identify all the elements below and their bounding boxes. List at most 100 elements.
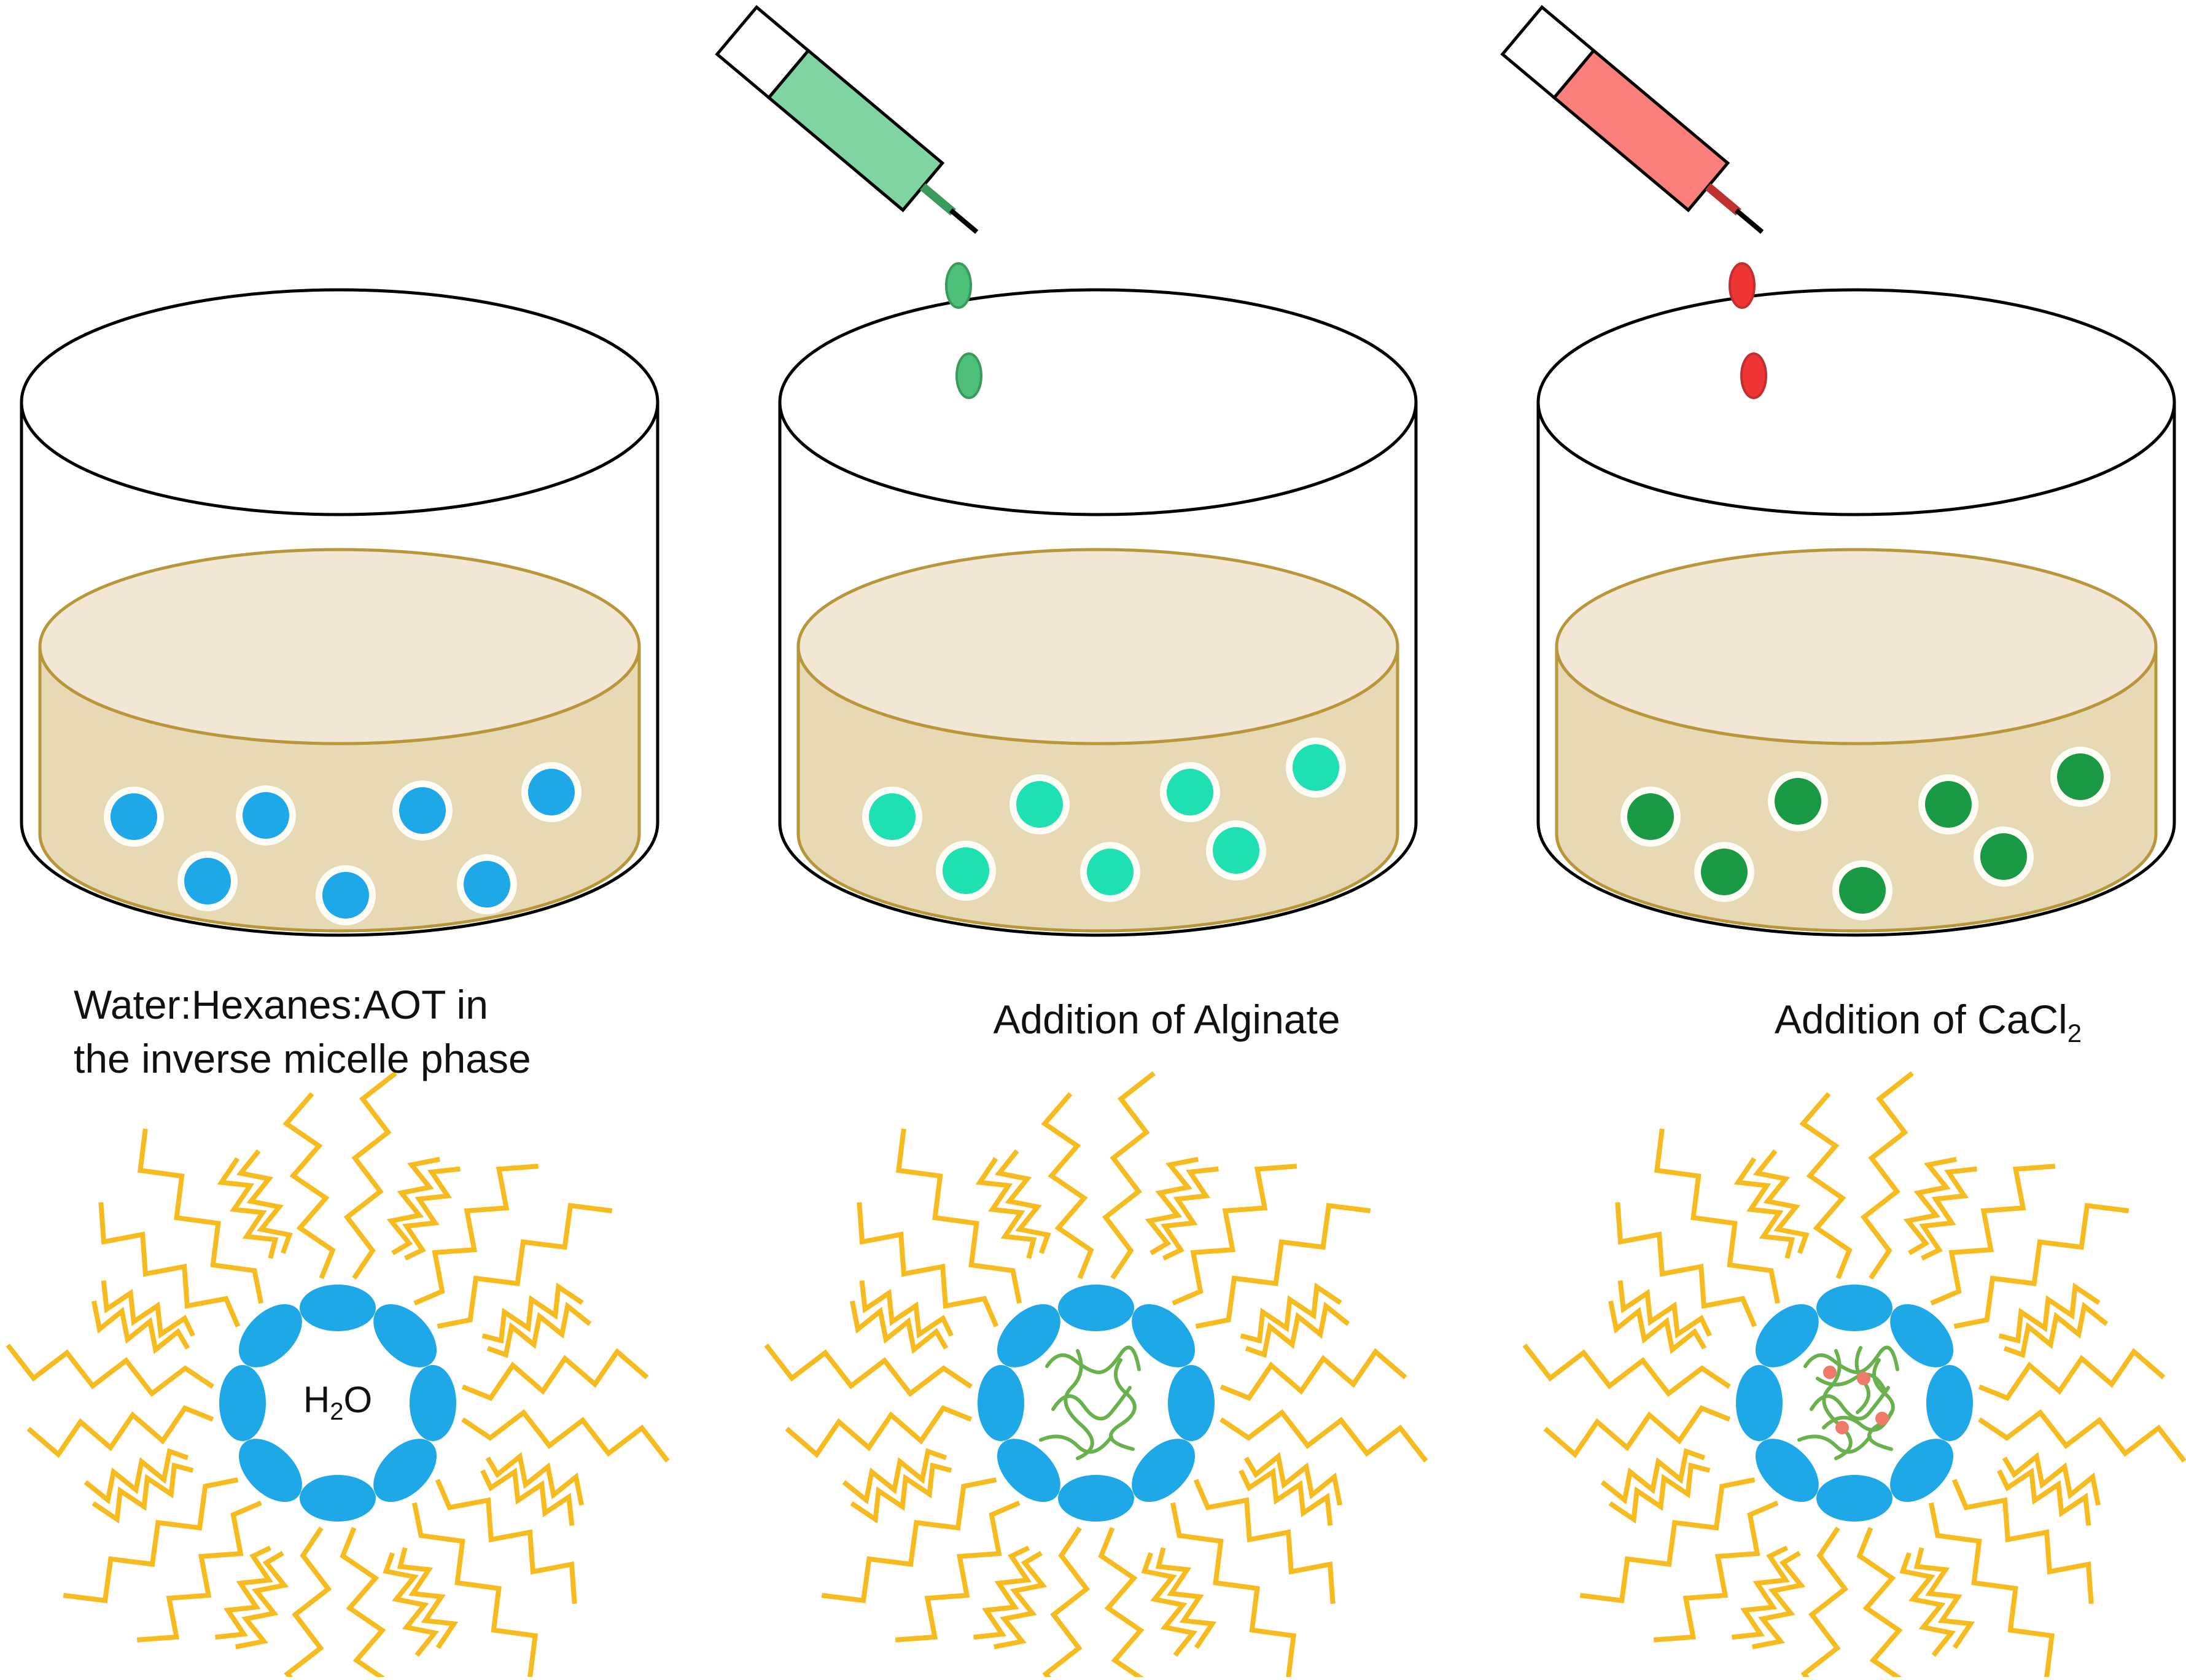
micelle-droplet <box>1213 827 1259 874</box>
surfactant-tail <box>1903 1156 1957 1256</box>
micelle-droplet <box>1980 833 2027 880</box>
caption-addition-of-alginate: Addition of Alginate <box>814 992 1520 1046</box>
cacl2-drop <box>1729 262 1756 309</box>
surfactant-tail <box>1239 1468 1333 1526</box>
surfactant-tail <box>215 1546 273 1640</box>
surfactant-tail <box>895 1500 1021 1643</box>
surfactant-tail <box>1653 1500 1779 1643</box>
micelle-droplet <box>1701 849 1748 895</box>
surfactant-head <box>238 1304 302 1367</box>
syringe-needle <box>1734 208 1764 234</box>
surfactant-tail <box>1654 1128 1781 1304</box>
surfactant-tail <box>411 1502 539 1678</box>
inverse-micelle-icon <box>6 1071 670 1680</box>
surfactant-tail <box>1951 1479 2094 1604</box>
surfactant-head <box>978 1365 1024 1441</box>
surfactant-tail <box>282 1092 336 1280</box>
surfactant-tail <box>1543 1405 1731 1458</box>
beaker-icon <box>778 288 1418 937</box>
surfactant-tail <box>84 1448 189 1505</box>
syringe-tip <box>1705 183 1741 216</box>
surfactant-head <box>1890 1304 1954 1367</box>
surfactant-tail <box>1141 1552 1198 1657</box>
alginate-chain <box>1816 1372 1887 1393</box>
surfactant-tail <box>1522 1344 1731 1398</box>
surfactant-tail <box>1240 1282 1342 1344</box>
syringe-icon <box>1500 5 1764 234</box>
inverse-micelle-icon <box>1522 1071 2186 1680</box>
surfactant-tail <box>1860 1071 1914 1280</box>
micelle-droplet <box>322 872 369 919</box>
micelle-core <box>1762 1311 1947 1495</box>
micelle-droplet <box>464 861 510 908</box>
surfactant-tail <box>895 1128 1022 1304</box>
calcium-ion <box>1875 1412 1889 1425</box>
micelle-droplet <box>1627 793 1674 840</box>
micelle-core <box>1004 1311 1188 1495</box>
surfactant-tail <box>1615 1202 1757 1328</box>
micelle-droplet <box>1293 744 1339 791</box>
surfactant-tail <box>461 1348 649 1401</box>
surfactant-tail <box>1219 1348 1407 1401</box>
surfactant-tail <box>461 1409 670 1463</box>
caption-line-1: Water:Hexanes:AOT in <box>74 982 488 1027</box>
alginate-chain <box>1822 1349 1853 1460</box>
surfactant-tail <box>485 1452 585 1506</box>
beaker-rim <box>778 288 1418 516</box>
surfactant-tail <box>1752 1550 1806 1650</box>
core-label-o: O <box>343 1379 373 1420</box>
surfactant-head <box>300 1285 376 1331</box>
surfactant-tail <box>402 1166 461 1261</box>
surfactant-tail <box>1098 1526 1148 1680</box>
micelle-droplet <box>1016 781 1063 828</box>
surfactant-tail <box>1042 1526 1091 1680</box>
calcium-ion <box>1835 1421 1849 1434</box>
surfactant-tail <box>1799 1092 1853 1280</box>
caption-inverse-micelle-phase: Water:Hexanes:AOT in the inverse micelle… <box>74 978 531 1086</box>
surfactant-tail <box>480 1468 575 1526</box>
surfactant-tail <box>343 1071 397 1280</box>
liquid-surface <box>796 548 1399 745</box>
surfactant-tail <box>842 1448 947 1505</box>
surfactant-tail <box>1161 1166 1219 1261</box>
surfactant-tail <box>6 1344 214 1398</box>
surfactant-tail <box>850 1462 952 1524</box>
surfactant-tail <box>1978 1348 2166 1401</box>
surfactant-head <box>373 1439 437 1503</box>
alginate-chain <box>1109 1358 1137 1451</box>
surfactant-tail <box>859 1280 954 1339</box>
surfactant-head <box>300 1475 376 1522</box>
surfactant-head <box>238 1439 302 1503</box>
surfactant-tail <box>1953 1202 2130 1329</box>
syringe-icon <box>715 5 979 234</box>
surfactant-tail <box>857 1202 999 1328</box>
surfactant-tail <box>1733 1157 1795 1259</box>
surfactant-tail <box>437 1202 613 1329</box>
caption-addition-of-cacl2: Addition of CaCl2 <box>1590 992 2186 1060</box>
alginate-chain <box>1797 1434 1872 1454</box>
surfactant-tail <box>1172 1164 1297 1306</box>
surfactant-tail <box>1997 1468 2091 1526</box>
micelle-droplet <box>1087 849 1134 895</box>
syringe-needle <box>949 208 979 234</box>
surfactant-tail <box>1930 1164 2056 1306</box>
alginate-drop <box>955 352 982 399</box>
alginate-chain <box>1045 1345 1141 1375</box>
surfactant-head <box>1132 1304 1196 1367</box>
surfactant-tail <box>101 1280 195 1339</box>
liquid-surface <box>1555 548 2158 745</box>
micelle-droplet <box>1925 781 1972 828</box>
surfactant-tail <box>137 1128 264 1304</box>
surfactant-head <box>1736 1365 1783 1441</box>
surfactant-tail <box>849 1301 949 1355</box>
surfactant-tail <box>994 1550 1048 1650</box>
caption-line-2: the inverse micelle phase <box>74 1036 531 1081</box>
surfactant-tail <box>973 1546 1032 1640</box>
surfactant-tail <box>2003 1301 2109 1358</box>
surfactant-tail <box>1919 1166 1977 1261</box>
beaker-icon <box>1536 288 2176 937</box>
surfactant-tail <box>1752 1149 1810 1254</box>
alginate-chain <box>1064 1349 1094 1460</box>
surfactant-head <box>1168 1365 1215 1441</box>
